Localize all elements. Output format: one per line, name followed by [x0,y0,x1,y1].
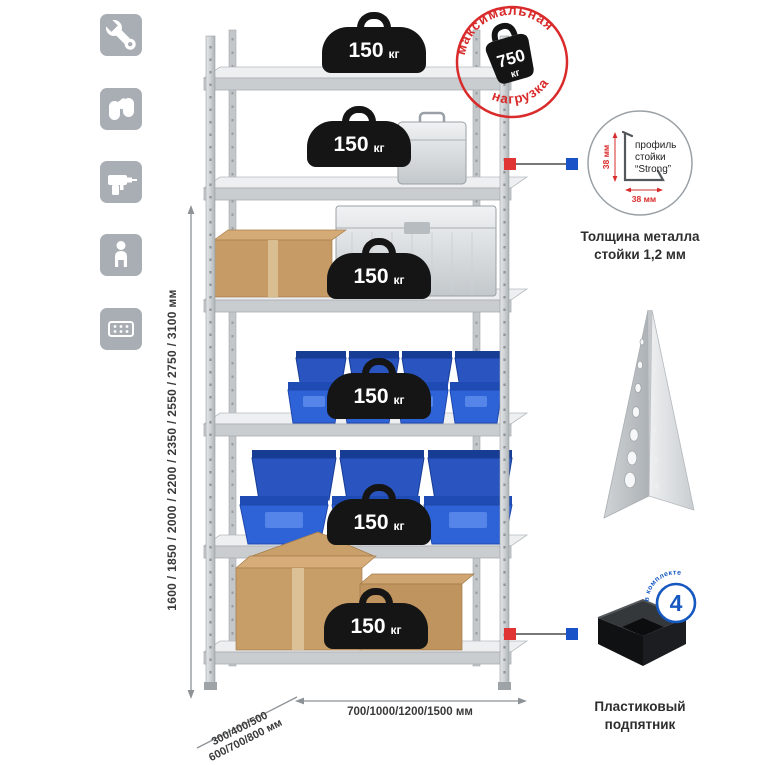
load-value: 150 [353,264,389,288]
width-dimension-label: 700/1000/1200/1500 мм [347,706,473,718]
profile-caption: Толщина металла стойки 1,2 мм [580,229,700,262]
profile-dim-side: 38 мм [601,145,611,169]
load-unit: кг [393,272,405,287]
profile-label-2: стойки [635,152,666,163]
post-side-holes [652,367,659,490]
callout-connectors [504,158,578,640]
load-value: 150 [353,384,389,408]
stamp-weight-icon [485,22,534,84]
rack-front-posts [204,35,511,690]
shelf-load-badge: 150 кг [327,253,431,299]
profile-callout: 38 мм 38 мм профиль стойки “Strong” [587,110,693,216]
load-unit: кг [388,46,400,61]
shelf-load-badge: 150 кг [327,499,431,545]
feature-icon-tile [100,161,142,203]
kit-count-badge: 4 в комплекте [645,570,697,624]
foot-caption: Пластиковый подпятник [594,699,686,732]
load-value: 150 [350,614,386,638]
feature-icon-tile [100,88,142,130]
wrench-icon [105,19,136,50]
shelf-load-badge: 150 кг [324,603,428,649]
load-value: 150 [333,132,369,156]
person-icon [115,241,127,267]
cardboard-boxes-bottom [235,531,475,651]
dimension-lines [187,205,527,749]
post-perforation-holes [624,338,645,489]
load-unit: кг [393,518,405,533]
feature-icon-tile [100,14,142,56]
stamp-unit: кг [510,67,522,80]
feature-icon-tile [100,308,142,350]
kit-count-value: 4 [670,590,683,616]
load-value: 150 [353,510,389,534]
cardboard-box-small [212,229,348,298]
height-dimension-label: 1600 / 1850 / 2000 / 2200 / 2350 / 2550 … [165,289,179,611]
shelf-load-badge: 150 кг [322,27,426,73]
shelf-load-badge: 150 кг [307,121,411,167]
feature-icon-tile [100,234,142,276]
profile-dim-bottom: 38 мм [632,194,656,204]
drill-icon [108,175,137,195]
rack-back-posts [228,29,481,667]
perforated-post-icon [108,321,134,337]
load-unit: кг [390,622,402,637]
gloves-icon [109,98,134,120]
shelf-load-badge: 150 кг [327,373,431,419]
load-unit: кг [393,392,405,407]
max-load-stamp: максимальная нагрузка 750 кг [443,0,569,119]
profile-label-1: профиль [635,139,676,151]
load-unit: кг [373,140,385,155]
load-value: 150 [348,38,384,62]
profile-label-3: “Strong” [635,164,671,175]
corner-post-illustration [603,309,695,519]
profile-cross-section [621,130,665,182]
